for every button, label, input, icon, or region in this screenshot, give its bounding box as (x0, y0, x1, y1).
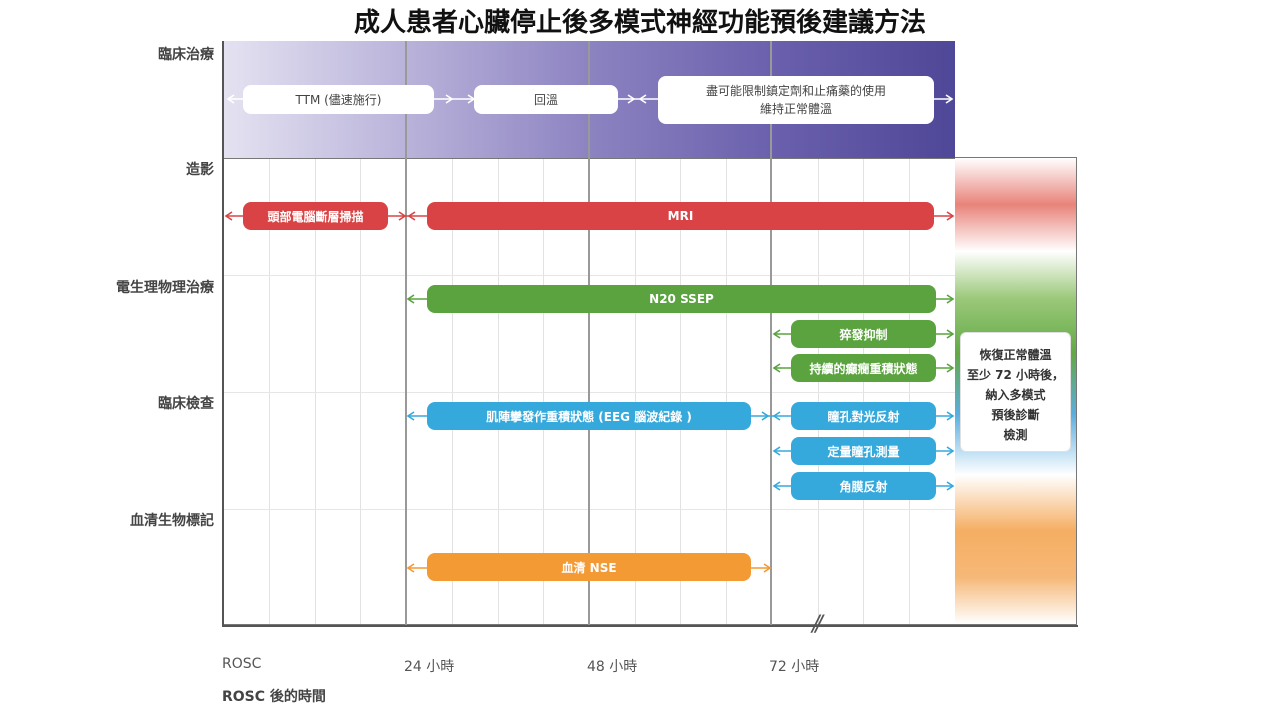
grid-line (680, 41, 681, 626)
pupil-reflex-label: 瞳孔對光反射 (827, 409, 900, 424)
category-clinical-exam: 臨床檢查 (158, 396, 214, 412)
category-imaging: 造影 (186, 162, 214, 178)
nse-bar: 血清 NSE (427, 553, 751, 581)
gridline-72h (770, 41, 772, 626)
pupillometry-bar: 定量瞳孔測量 (791, 437, 936, 465)
category-clinical-treatment: 臨床治療 (158, 47, 214, 63)
x-axis (222, 625, 1078, 627)
gridline-24h (405, 41, 407, 626)
ttm-label: TTM (儘速施行) (295, 92, 382, 107)
category-electrophysiology: 電生理物理治療 (116, 280, 214, 296)
rewarm-label: 回溫 (533, 92, 558, 107)
grid-line (498, 41, 499, 626)
ttm-bar: TTM (儘速施行) (243, 85, 434, 114)
myoclonus-label: 肌陣攣發作重積狀態 (EEG 腦波紀錄 ) (486, 409, 692, 424)
corneal-reflex-label: 角膜反射 (839, 479, 888, 494)
ssep-bar: N20 SSEP (427, 285, 936, 313)
tick-rosc: ROSC (222, 656, 262, 672)
tick-48h: 48 小時 (587, 659, 638, 675)
axis-break-mark: // (812, 612, 823, 637)
grid-line (315, 41, 316, 626)
x-axis-label: ROSC 後的時間 (222, 689, 326, 705)
rewarm-bar: 回溫 (474, 85, 618, 114)
gridline-48h (588, 41, 590, 626)
y-axis (222, 41, 224, 627)
pupil-reflex-bar: 瞳孔對光反射 (791, 402, 936, 430)
grid-line (543, 41, 544, 626)
pupillometry-label: 定量瞳孔測量 (827, 444, 900, 459)
grid-line (269, 41, 270, 626)
summary-line: 預後診斷 (991, 408, 1040, 422)
sedation-label: 盡可能限制鎮定劑和止痛藥的使用 (705, 84, 886, 98)
nse-label: 血清 NSE (561, 560, 617, 575)
page-title: 成人患者心臟停止後多模式神經功能預後建議方法 (353, 8, 926, 38)
ct-label: 頭部電腦斷層掃描 (267, 209, 364, 224)
mri-label: MRI (667, 209, 694, 223)
grid-line (635, 41, 636, 626)
corneal-reflex-bar: 角膜反射 (791, 472, 936, 500)
category-serum-markers: 血清生物標記 (130, 513, 214, 529)
summary-line: 納入多模式 (985, 388, 1046, 402)
burst-suppression-label: 猝發抑制 (839, 327, 888, 342)
summary-line: 至少 72 小時後， (966, 368, 1065, 382)
mri-bar: MRI (427, 202, 934, 230)
burst-suppression-bar: 猝發抑制 (791, 320, 936, 348)
grid-line (452, 41, 453, 626)
summary-line: 檢測 (1003, 428, 1028, 442)
status-epilepticus-label: 持續的癲癇重積狀態 (809, 361, 918, 376)
summary-line: 恢復正常體溫 (979, 348, 1052, 362)
myoclonus-bar: 肌陣攣發作重積狀態 (EEG 腦波紀錄 ) (427, 402, 751, 430)
normothermia-label: 維持正常體溫 (759, 102, 832, 116)
ssep-label: N20 SSEP (649, 292, 714, 306)
status-epilepticus-bar: 持續的癲癇重積狀態 (791, 354, 936, 382)
ct-bar: 頭部電腦斷層掃描 (243, 202, 388, 230)
sedation-bar: 盡可能限制鎮定劑和止痛藥的使用 維持正常體溫 (658, 76, 934, 124)
grid-line (360, 41, 361, 626)
tick-72h: 72 小時 (769, 659, 820, 675)
grid-line (726, 41, 727, 626)
summary-box: 恢復正常體溫 至少 72 小時後， 納入多模式 預後診斷 檢測 (960, 332, 1071, 452)
tick-24h: 24 小時 (404, 659, 455, 675)
